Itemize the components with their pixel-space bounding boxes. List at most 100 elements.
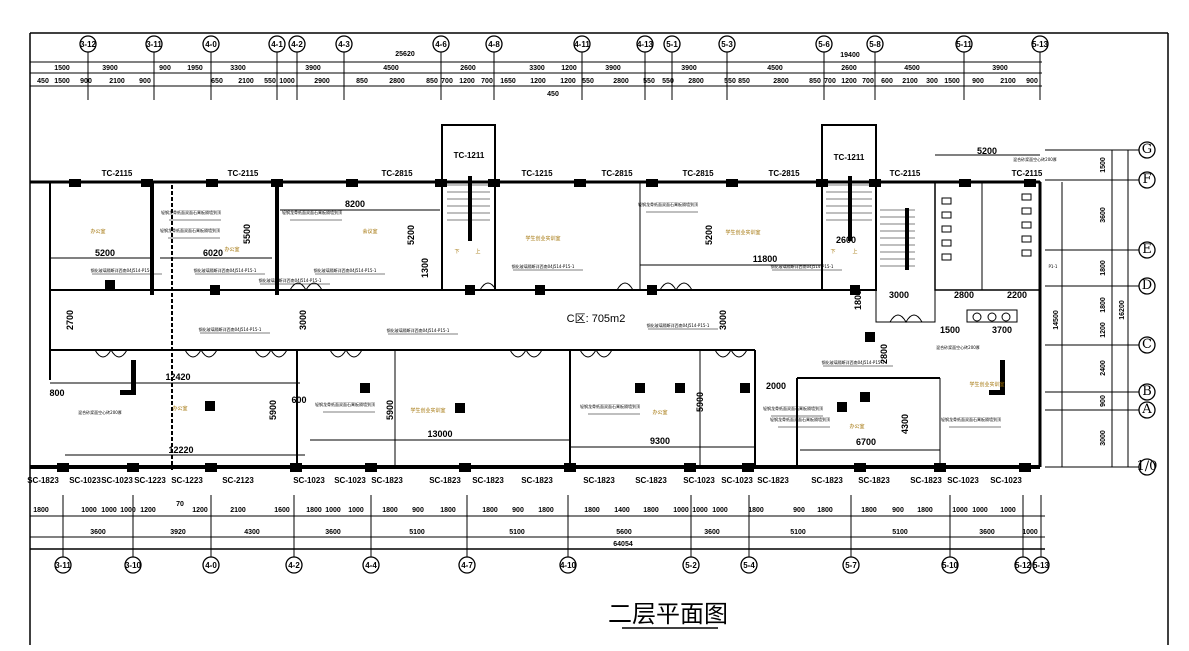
dimension-text: 900 bbox=[1026, 78, 1038, 85]
column bbox=[57, 463, 69, 472]
axis-bubble bbox=[941, 556, 959, 574]
dimension-text: 1800 bbox=[482, 507, 498, 514]
dimension-text: 1800 bbox=[33, 507, 49, 514]
dimension-text: 3900 bbox=[605, 65, 621, 72]
dimension-text: 3700 bbox=[992, 325, 1012, 335]
axis-label: 3-11 bbox=[146, 40, 162, 49]
axis-label: 3-12 bbox=[80, 40, 97, 49]
dimension-text: 2800 bbox=[389, 78, 405, 85]
dimension-text: 5200 bbox=[95, 248, 115, 258]
dimension-text: 1200 bbox=[560, 78, 576, 85]
dimension-text: 900 bbox=[793, 507, 805, 514]
glass-partition-note: 钢化玻璃隔断详西南04J514-P15-1 bbox=[314, 267, 377, 273]
axis-label: B bbox=[1142, 384, 1152, 399]
room-label: 会议室 bbox=[362, 228, 377, 235]
dimension-text: 2800 bbox=[773, 78, 789, 85]
axis-label: 5-8 bbox=[869, 40, 881, 49]
dimension-text: 2200 bbox=[1007, 290, 1027, 300]
dimension-text: 550 bbox=[724, 78, 736, 85]
dimension-text: 1800 bbox=[748, 507, 764, 514]
partition-note: 轻钢龙骨纸面双面石膏板隔墙到顶 bbox=[638, 201, 698, 207]
dimension-text: 850 bbox=[356, 78, 368, 85]
partition-note: 轻钢龙骨纸面双面石膏板隔墙到顶 bbox=[580, 403, 640, 409]
dimension-text: 900 bbox=[139, 78, 151, 85]
axis-bubble bbox=[285, 556, 303, 574]
column bbox=[854, 463, 866, 472]
column bbox=[564, 463, 576, 472]
axis-label: 5-13 bbox=[1032, 40, 1049, 49]
right-dimension-lines bbox=[1061, 150, 1129, 467]
axis-label: 4-2 bbox=[288, 561, 300, 570]
dimension-text: 2100 bbox=[902, 78, 918, 85]
column bbox=[865, 332, 875, 342]
dimension-text: 1800 bbox=[584, 507, 600, 514]
dimension-text: 1000 bbox=[1000, 507, 1016, 514]
glass-partition-note: 钢化玻璃隔断详西南04J514-P15-1 bbox=[771, 263, 834, 269]
dimension-text: 3000 bbox=[298, 310, 308, 330]
column bbox=[675, 383, 685, 393]
dimension-text: 900 bbox=[972, 78, 984, 85]
column bbox=[740, 383, 750, 393]
axis-label: 4-2 bbox=[291, 40, 303, 49]
dimension-text: 4300 bbox=[900, 414, 910, 434]
window-label: SC-1023 bbox=[293, 476, 325, 485]
window-label: SC-1023 bbox=[947, 476, 979, 485]
dimension-text: 850 bbox=[809, 78, 821, 85]
window-label: TC-1211 bbox=[834, 153, 865, 162]
dimension-text: 1800 bbox=[917, 507, 933, 514]
axis-label: D bbox=[1142, 278, 1152, 293]
toilet-icon bbox=[1021, 249, 1032, 257]
area-label: C区: 705m2 bbox=[567, 313, 626, 325]
axis-bubble bbox=[458, 556, 476, 574]
dimension-text: 1950 bbox=[187, 65, 203, 72]
dimension-text: 5500 bbox=[242, 224, 252, 244]
axis-label: 5-13 bbox=[1033, 561, 1050, 570]
dimension-text: 1800 bbox=[306, 507, 322, 514]
dimension-text: 12220 bbox=[168, 445, 193, 455]
column bbox=[290, 463, 302, 472]
room-label: 办公室 bbox=[172, 405, 187, 412]
dimension-text: 5200 bbox=[704, 225, 714, 245]
dimension-text: 5900 bbox=[695, 392, 705, 412]
dimension-text: 5200 bbox=[977, 146, 997, 156]
dimension-text: 600 bbox=[291, 395, 306, 405]
column bbox=[535, 285, 545, 295]
structural-columns bbox=[57, 179, 1036, 472]
axis-label: 3-11 bbox=[55, 561, 71, 570]
dimension-text: 1800 bbox=[538, 507, 554, 514]
axis-label: 5-4 bbox=[743, 561, 755, 570]
axis-label: 5-2 bbox=[685, 561, 697, 570]
partition-note: 轻钢龙骨纸面双面石膏板隔墙到顶 bbox=[770, 416, 830, 422]
dimension-text: 850 bbox=[738, 78, 750, 85]
glass-partition-note: 钢化玻璃隔断详西南04J514-P15-1 bbox=[647, 322, 710, 328]
toilet-icon bbox=[941, 211, 952, 219]
dimension-text: 4500 bbox=[383, 65, 399, 72]
dimension-text: 700 bbox=[862, 78, 874, 85]
axis-label: 4-11 bbox=[574, 40, 590, 49]
axis-label: 4-10 bbox=[560, 561, 577, 570]
dimension-text: 1000 bbox=[1022, 529, 1038, 536]
window-label: TC-2815 bbox=[601, 169, 633, 178]
dimension-text: 1800 bbox=[643, 507, 659, 514]
dimension-text: 550 bbox=[662, 78, 674, 85]
axis-label: A bbox=[1141, 402, 1152, 417]
dimension-text: 1000 bbox=[712, 507, 728, 514]
toilet-icon bbox=[1021, 193, 1032, 201]
axis-bubble bbox=[740, 556, 758, 574]
dimension-text: 550 bbox=[264, 78, 276, 85]
toilet-icon bbox=[941, 225, 952, 233]
window-label: TC-2815 bbox=[682, 169, 714, 178]
dimension-text: 5600 bbox=[616, 529, 632, 536]
dimension-text: 1000 bbox=[952, 507, 968, 514]
window-label: SC-1023 bbox=[721, 476, 753, 485]
axis-label: 4-1 bbox=[271, 40, 283, 49]
column bbox=[365, 463, 377, 472]
dimension-text: 1500 bbox=[1100, 157, 1107, 173]
axis-bubble bbox=[1014, 556, 1032, 574]
column bbox=[360, 383, 370, 393]
window-label: TC-1215 bbox=[521, 169, 553, 178]
axis-label: 5-12 bbox=[1015, 561, 1032, 570]
dimension-text: 1200 bbox=[1100, 322, 1107, 338]
dimension-text: 5200 bbox=[406, 225, 416, 245]
partition-note: 轻钢龙骨纸面双面石膏板隔墙到顶 bbox=[160, 227, 220, 233]
